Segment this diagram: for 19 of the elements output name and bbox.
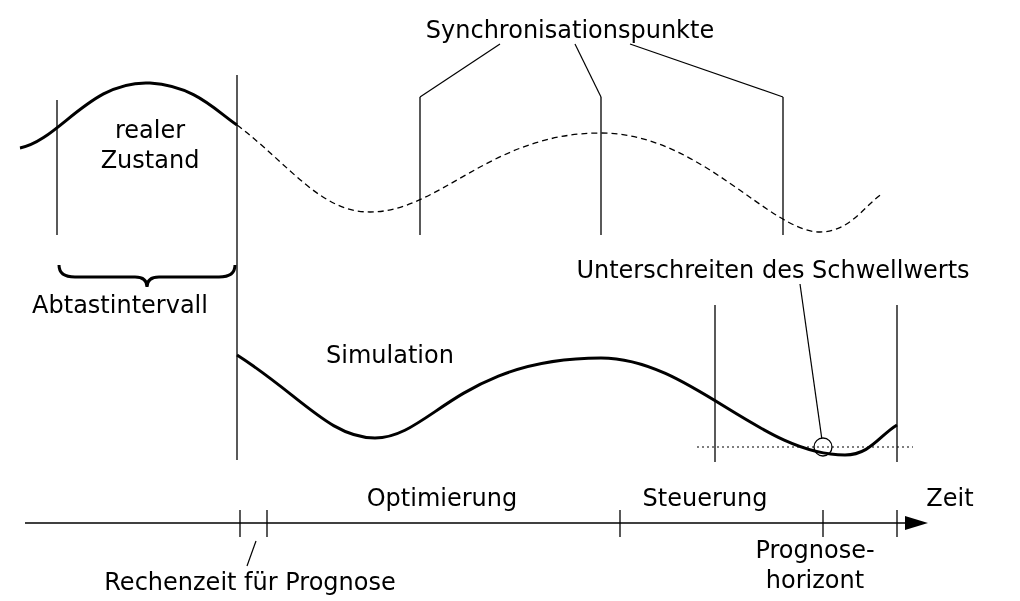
leader-line [246, 540, 257, 567]
leader-line [799, 283, 823, 439]
callout-label: Synchronisationspunkte [425, 15, 715, 45]
phase-label: Optimierung [366, 483, 518, 513]
phase-label: Prognose- horizont [754, 535, 876, 595]
interval-label: Abtastintervall [32, 290, 208, 320]
sync-line [600, 96, 602, 236]
leader-line [629, 43, 784, 98]
leader-line [574, 43, 602, 98]
sync-line [782, 96, 784, 236]
callout-label: Rechenzeit für Prognose [104, 567, 396, 597]
callout-label: Unterschreiten des Schwellwerts [576, 255, 970, 285]
leader-line [419, 43, 501, 98]
axis-label: Zeit [926, 483, 974, 513]
threshold-marker [813, 437, 833, 457]
phase-label: Steuerung [642, 483, 768, 513]
sync-line [419, 96, 421, 236]
curve-label: Simulation [326, 340, 454, 370]
curve-label: realer Zustand [99, 115, 201, 175]
